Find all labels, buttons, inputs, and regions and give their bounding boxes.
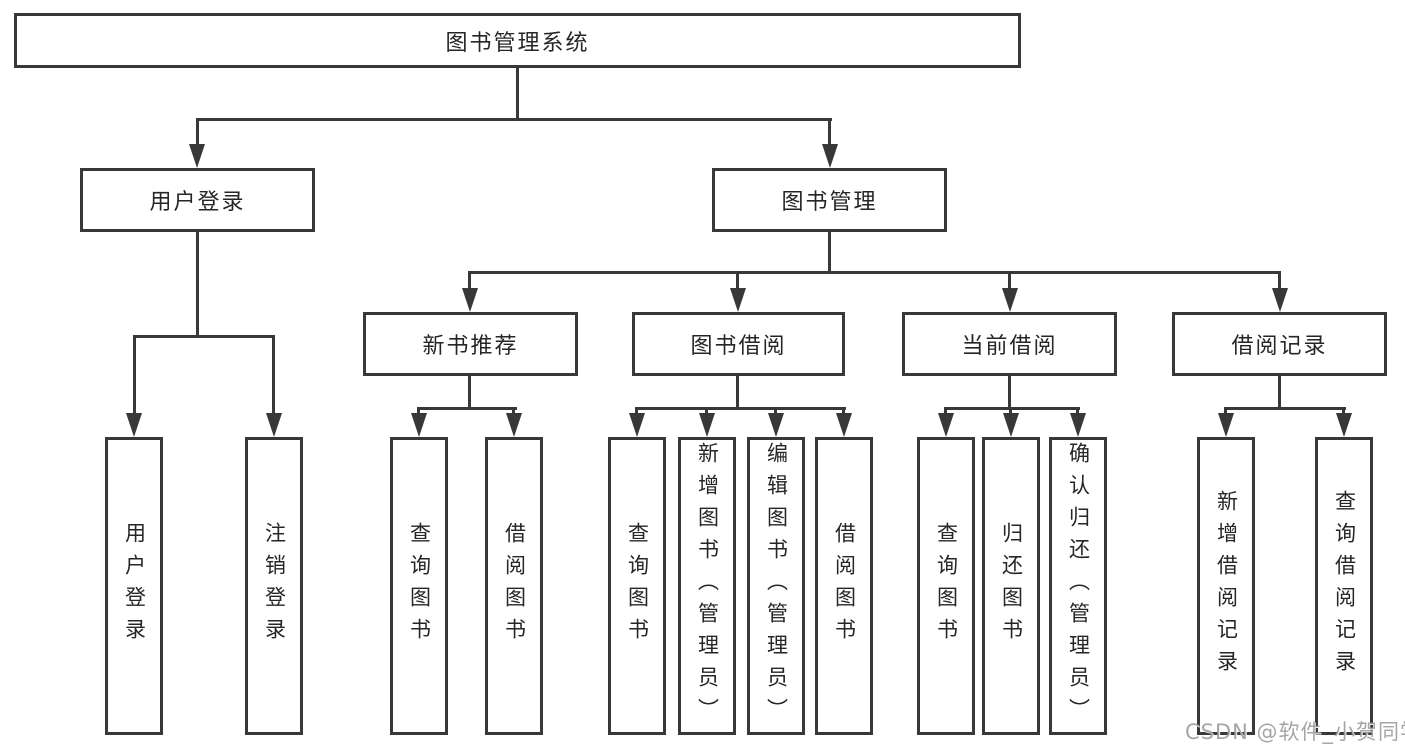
leaf-edit-book-admin-label: 编辑图书（管理员） [764, 442, 789, 730]
leaf-user-login-label: 用户登录 [122, 522, 147, 650]
leaf-borrow-books-recommend-label: 借阅图书 [502, 522, 527, 650]
connector-line [468, 271, 1281, 274]
connector-line [1224, 407, 1227, 417]
connector-line [828, 232, 831, 273]
leaf-query-books-recommend-label: 查询图书 [407, 522, 432, 650]
connector-line [468, 271, 471, 293]
connector-line [417, 407, 517, 410]
node-book-borrow-label: 图书借阅 [690, 334, 787, 359]
connector-line [635, 407, 846, 410]
connector-line [944, 407, 1080, 410]
leaf-return-book-label: 归还图书 [999, 522, 1024, 650]
node-current-borrow: 当前借阅 [902, 312, 1117, 376]
arrowhead-icon [1002, 288, 1018, 312]
leaf-borrow-books: 借阅图书 [815, 437, 873, 735]
connector-line [468, 376, 471, 409]
connector-line [944, 407, 947, 417]
node-user-login: 用户登录 [80, 168, 315, 232]
leaf-confirm-return-admin-label: 确认归还（管理员） [1066, 442, 1091, 730]
leaf-logout: 注销登录 [245, 437, 303, 735]
node-library-system-label: 图书管理系统 [445, 30, 590, 56]
connector-line [272, 335, 275, 415]
arrowhead-icon [1272, 288, 1288, 312]
leaf-query-books-borrow-label: 查询图书 [625, 522, 650, 650]
connector-line [635, 407, 638, 417]
leaf-query-books-current-label: 查询图书 [934, 522, 959, 650]
arrowhead-icon [768, 413, 784, 437]
connector-line [133, 335, 136, 415]
leaf-query-books-borrow: 查询图书 [608, 437, 666, 735]
leaf-borrow-books-label: 借阅图书 [832, 522, 857, 650]
arrowhead-icon [629, 413, 645, 437]
leaf-return-book: 归还图书 [982, 437, 1040, 735]
node-borrow-record-label: 借阅记录 [1231, 334, 1328, 359]
arrowhead-icon [266, 413, 282, 437]
node-new-book-recommend: 新书推荐 [363, 312, 578, 376]
arrowhead-icon [189, 144, 205, 168]
node-book-borrow: 图书借阅 [632, 312, 845, 376]
node-book-management: 图书管理 [712, 168, 947, 232]
arrowhead-icon [822, 144, 838, 168]
connector-line [774, 407, 777, 417]
leaf-edit-book-admin: 编辑图书（管理员） [747, 437, 805, 735]
connector-line [1008, 271, 1011, 293]
connector-line [133, 335, 275, 338]
arrowhead-icon [699, 413, 715, 437]
leaf-add-book-admin-label: 新增图书（管理员） [695, 442, 720, 730]
connector-line [736, 376, 739, 409]
arrowhead-icon [836, 413, 852, 437]
leaf-query-books-current: 查询图书 [917, 437, 975, 735]
leaf-user-login: 用户登录 [105, 437, 163, 735]
connector-line [705, 407, 708, 417]
watermark: CSDN @软件_小贺同学 [1185, 720, 1405, 744]
node-user-login-label: 用户登录 [149, 190, 246, 215]
connector-line [1278, 376, 1281, 409]
connector-line [1278, 271, 1281, 293]
arrowhead-icon [126, 413, 142, 437]
leaf-add-book-admin: 新增图书（管理员） [678, 437, 736, 735]
connector-line [512, 407, 515, 417]
node-current-borrow-label: 当前借阅 [961, 334, 1058, 359]
connector-line [417, 407, 420, 417]
connector-line [1342, 407, 1345, 417]
leaf-query-borrow-record: 查询借阅记录 [1315, 437, 1373, 735]
connector-line [1076, 407, 1079, 417]
leaf-confirm-return-admin: 确认归还（管理员） [1049, 437, 1107, 735]
connector-line [1009, 407, 1012, 417]
connector-line [1008, 376, 1011, 409]
arrowhead-icon [938, 413, 954, 437]
leaf-query-borrow-record-label: 查询借阅记录 [1332, 490, 1357, 682]
node-borrow-record: 借阅记录 [1172, 312, 1387, 376]
leaf-query-books-recommend: 查询图书 [390, 437, 448, 735]
node-book-management-label: 图书管理 [781, 190, 878, 215]
arrowhead-icon [1336, 413, 1352, 437]
connector-line [196, 118, 199, 148]
leaf-logout-label: 注销登录 [262, 522, 287, 650]
arrowhead-icon [411, 413, 427, 437]
leaf-add-borrow-record-label: 新增借阅记录 [1214, 490, 1239, 682]
connector-line [1224, 407, 1346, 410]
arrowhead-icon [506, 413, 522, 437]
arrowhead-icon [1003, 413, 1019, 437]
connector-line [196, 232, 199, 336]
connector-line [196, 118, 832, 121]
connector-line [736, 271, 739, 293]
connector-line [828, 118, 831, 148]
node-new-book-recommend-label: 新书推荐 [422, 334, 519, 359]
leaf-borrow-books-recommend: 借阅图书 [485, 437, 543, 735]
arrowhead-icon [1070, 413, 1086, 437]
connector-line [842, 407, 845, 417]
arrowhead-icon [1218, 413, 1234, 437]
arrowhead-icon [462, 288, 478, 312]
arrowhead-icon [730, 288, 746, 312]
node-library-system: 图书管理系统 [14, 13, 1021, 68]
connector-line [516, 68, 519, 118]
leaf-add-borrow-record: 新增借阅记录 [1197, 437, 1255, 735]
